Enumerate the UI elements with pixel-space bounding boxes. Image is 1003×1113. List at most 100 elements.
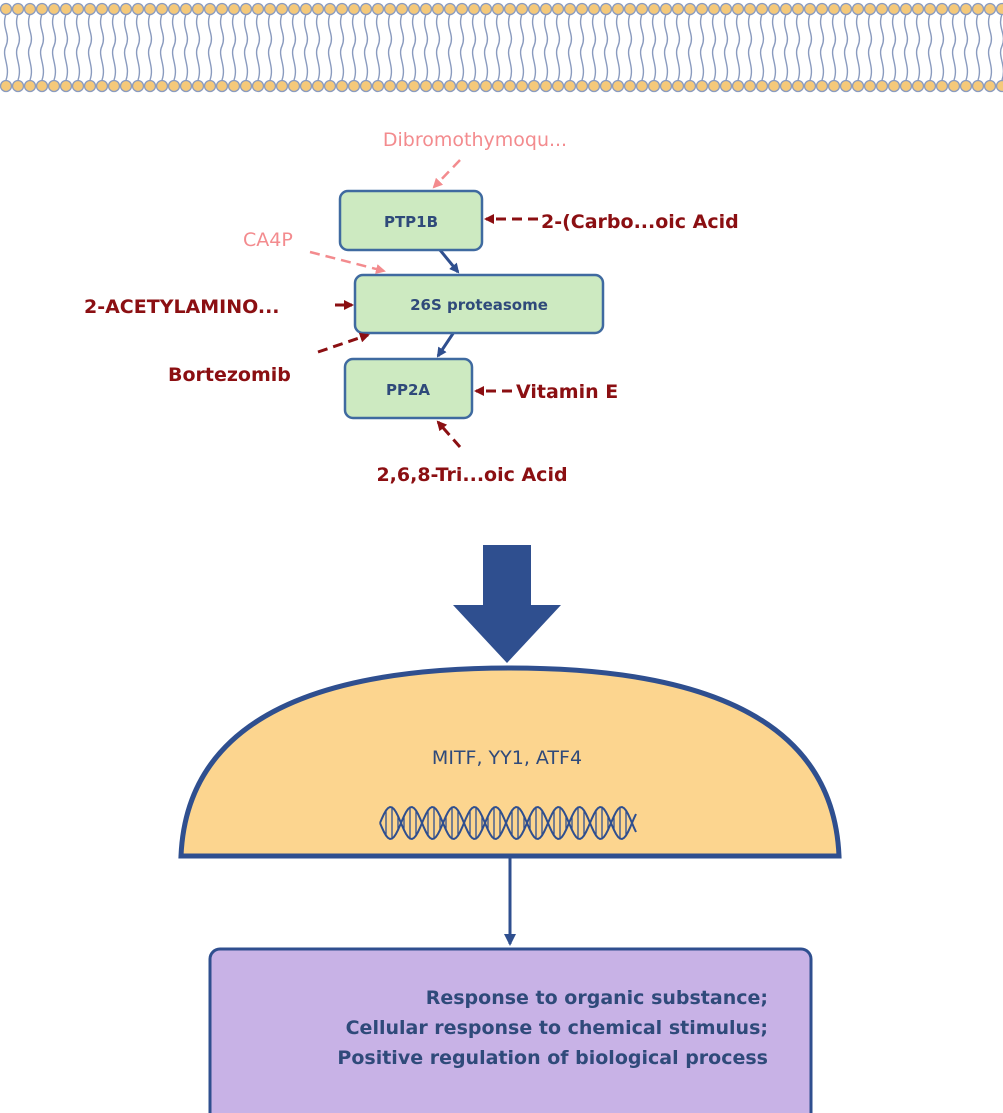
- lipid-head: [251, 2, 265, 16]
- lipid-tail: [543, 13, 549, 81]
- lipid-head: [179, 79, 193, 93]
- lipid-head: [779, 79, 793, 93]
- lipid-head: [635, 2, 649, 16]
- lipid-head: [215, 79, 229, 93]
- lipid-tail: [423, 13, 429, 81]
- lipid-tail: [351, 13, 357, 81]
- lipid-head: [707, 2, 721, 16]
- lipid-head: [587, 2, 601, 16]
- lipid-tail: [567, 13, 573, 81]
- lipid-tail: [771, 13, 777, 81]
- lipid-tail: [171, 13, 177, 81]
- lipid-head: [803, 2, 817, 16]
- lipid-tail: [279, 13, 285, 81]
- cell-membrane: [0, 2, 1003, 93]
- lipid-head: [287, 2, 301, 16]
- lipid-head: [959, 2, 973, 16]
- drug-acetylamino[interactable]: 2-ACETYLAMINO...: [84, 296, 280, 318]
- lipid-tail: [399, 13, 405, 81]
- lipid-head: [11, 79, 25, 93]
- lipid-head: [863, 2, 877, 16]
- lipid-head: [479, 2, 493, 16]
- lipid-head: [371, 79, 385, 93]
- node-pp2a[interactable]: PP2A: [343, 357, 474, 420]
- lipid-head: [851, 79, 865, 93]
- drug-vitamin-e[interactable]: Vitamin E: [516, 381, 618, 403]
- lipid-head: [35, 79, 49, 93]
- lipid-head: [647, 2, 661, 16]
- lipid-head: [491, 2, 505, 16]
- lipid-tail: [675, 13, 681, 81]
- lipid-head: [755, 2, 769, 16]
- lipid-head: [323, 79, 337, 93]
- lipid-head: [923, 2, 937, 16]
- proteasome-to-pp2a-arrow: [436, 331, 456, 358]
- lipid-tail: [75, 13, 81, 81]
- ptp1b-to-proteasome-arrow: [438, 249, 460, 274]
- lipid-head: [695, 2, 709, 16]
- drug-dibromothymoqu[interactable]: Dibromothymoqu...: [383, 129, 567, 151]
- drug-ca4p[interactable]: CA4P: [243, 229, 293, 251]
- lipid-head: [155, 79, 169, 93]
- drug-tri-oic-acid[interactable]: 2,6,8-Tri...oic Acid: [376, 464, 567, 486]
- lipid-head: [539, 79, 553, 93]
- lipid-head: [575, 79, 589, 93]
- lipid-head: [467, 79, 481, 93]
- lipid-tail: [879, 13, 885, 81]
- lipid-head: [671, 79, 685, 93]
- lipid-head: [407, 79, 421, 93]
- lipid-head: [731, 2, 745, 16]
- lipid-head: [683, 2, 697, 16]
- lipid-head: [563, 79, 577, 93]
- node-ptp1b[interactable]: PTP1B: [338, 189, 484, 252]
- lipid-head: [455, 2, 469, 16]
- lipid-tail: [99, 13, 105, 81]
- lipid-tail: [519, 13, 525, 81]
- lipid-head: [515, 2, 529, 16]
- lipid-head: [827, 2, 841, 16]
- lipid-head: [791, 2, 805, 16]
- lipid-head: [59, 2, 73, 16]
- lipid-head: [947, 79, 961, 93]
- lipid-tail: [471, 13, 477, 81]
- lipid-tail: [243, 13, 249, 81]
- lipid-tail: [831, 13, 837, 81]
- lipid-tail: [507, 13, 513, 81]
- bortezomib-arrow: [317, 332, 370, 354]
- lipid-head: [815, 79, 829, 93]
- lipid-head: [515, 79, 529, 93]
- lipid-head: [263, 2, 277, 16]
- lipid-head: [191, 2, 205, 16]
- lipid-head: [815, 2, 829, 16]
- lipid-tail: [363, 13, 369, 81]
- lipid-head: [527, 79, 541, 93]
- lipid-head: [11, 2, 25, 16]
- lipid-head: [131, 79, 145, 93]
- node-26s-proteasome[interactable]: 26S proteasome: [353, 273, 605, 335]
- lipid-head: [359, 79, 373, 93]
- drug-carbo-oic-acid[interactable]: 2-(Carbo...oic Acid: [541, 211, 739, 233]
- lipid-head: [119, 79, 133, 93]
- lipid-head: [671, 2, 685, 16]
- lipid-tail: [735, 13, 741, 81]
- lipid-head: [395, 2, 409, 16]
- lipid-tail: [759, 13, 765, 81]
- lipid-head: [383, 2, 397, 16]
- lipid-head: [0, 2, 13, 16]
- lipid-tail: [39, 13, 45, 81]
- lipid-head: [443, 79, 457, 93]
- lipid-head: [35, 2, 49, 16]
- lipid-head: [179, 2, 193, 16]
- big-down-arrow: [453, 545, 561, 663]
- lipid-tail: [639, 13, 645, 81]
- lipid-tail: [87, 13, 93, 81]
- lipid-head: [191, 79, 205, 93]
- lipid-head: [779, 2, 793, 16]
- drug-bortezomib[interactable]: Bortezomib: [168, 364, 291, 386]
- lipid-head: [719, 79, 733, 93]
- lipid-tail: [579, 13, 585, 81]
- lipid-head: [599, 2, 613, 16]
- lipid-head: [803, 79, 817, 93]
- lipid-tail: [819, 13, 825, 81]
- lipid-tail: [447, 13, 453, 81]
